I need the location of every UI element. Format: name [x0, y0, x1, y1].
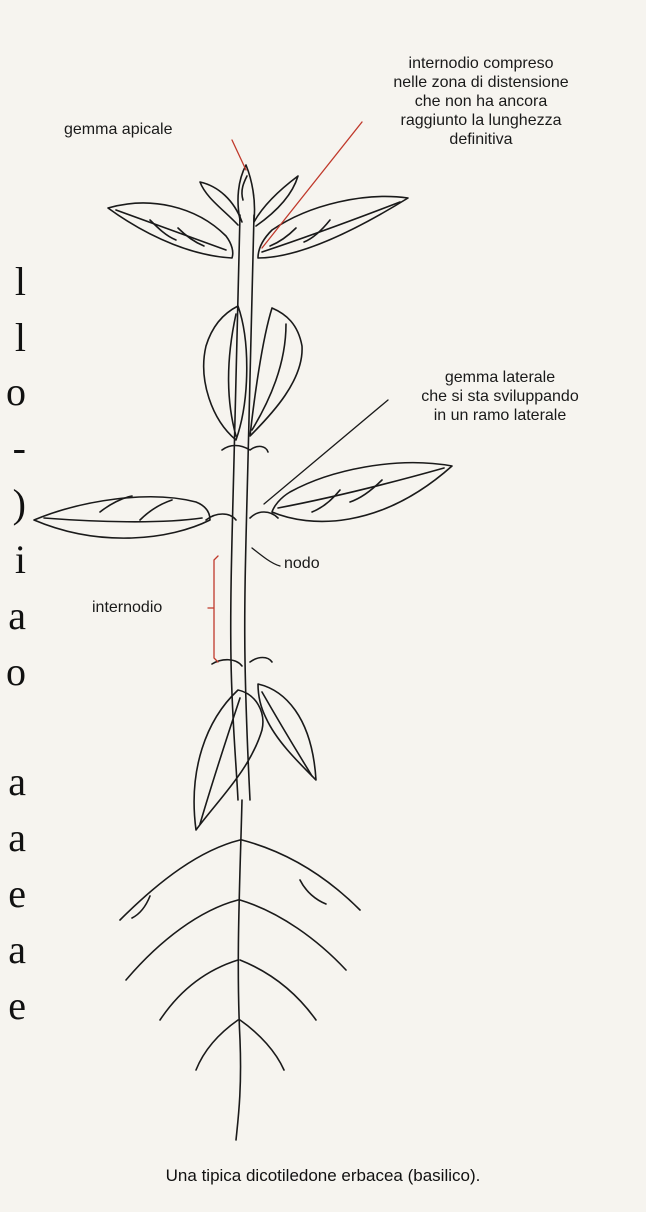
main-stem-outline	[245, 215, 254, 800]
leaf-mid-left	[34, 497, 210, 538]
node-upper	[222, 446, 268, 453]
node-lower	[212, 658, 272, 667]
apical-bud	[238, 165, 255, 220]
leaf-mid-right	[272, 463, 452, 522]
label-gemma-laterale: gemma laterale che si sta sviluppando in…	[380, 368, 620, 425]
internodio-bracket	[208, 556, 218, 662]
label-internodio: internodio	[92, 598, 162, 617]
label-internodio-compreso: internodio compreso nelle zona di disten…	[356, 54, 606, 149]
node-mid	[206, 512, 278, 520]
figure-caption: Una tipica dicotiledone erbacea (basilic…	[0, 1166, 646, 1186]
leader-nodo	[252, 548, 280, 566]
taproot	[236, 800, 242, 1140]
leaf-top-left-small	[200, 182, 242, 225]
leaf-mid-upper-left	[204, 306, 247, 440]
leader-internodio-compreso	[262, 122, 362, 248]
leader-gemma-apicale	[232, 140, 246, 170]
leaf-lower-right	[258, 684, 316, 780]
label-nodo: nodo	[284, 554, 320, 573]
label-gemma-apicale: gemma apicale	[64, 120, 173, 139]
leaf-mid-upper-right	[250, 308, 302, 436]
